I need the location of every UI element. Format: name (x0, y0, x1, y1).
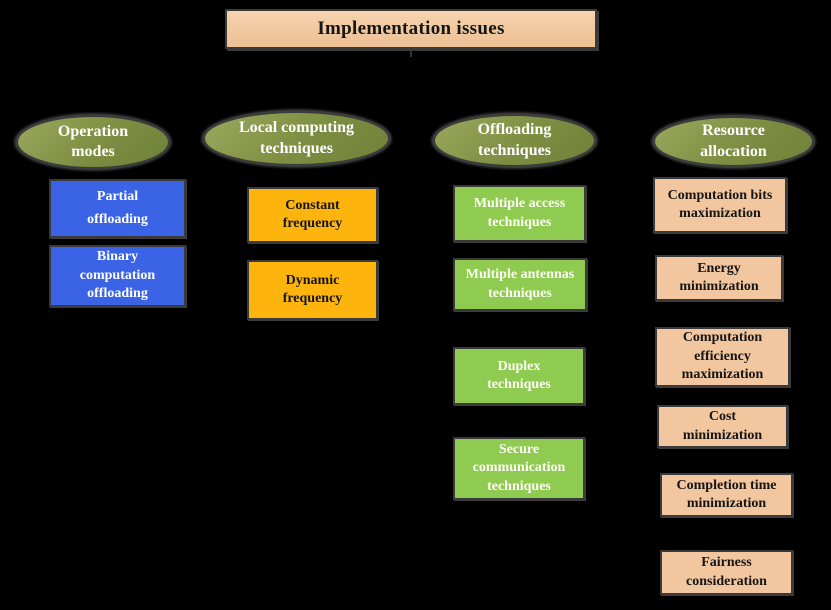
node-label: Constant frequency (282, 197, 343, 231)
branch-label: Local computing techniques (238, 119, 355, 157)
diagram-title-box: Implementation issues (225, 9, 597, 49)
branch-ellipse-operation-modes: Operation modes (15, 114, 171, 170)
node-constant-frequency: Constant frequency (247, 187, 378, 243)
node-label: Completion time minimization (676, 477, 777, 511)
node-fairness-consideration: Fairness consideration (660, 550, 793, 595)
branch-label: Offloading techniques (477, 121, 552, 159)
node-energy-minimization: Energy minimization (655, 255, 783, 301)
connector-stub (410, 49, 412, 57)
node-duplex-techniques: Duplex techniques (453, 347, 585, 405)
node-label: Partial offloading (87, 188, 148, 227)
node-label: Cost minimization (682, 409, 763, 443)
node-label: Computation efficiency maximization (681, 330, 764, 383)
node-label: Computation bits maximization (667, 187, 773, 221)
node-label: Secure communication techniques (472, 441, 566, 494)
node-cost-minimization: Cost minimization (657, 405, 788, 448)
branch-ellipse-offloading-techniques: Offloading techniques (432, 113, 597, 168)
node-label: Multiple access techniques (473, 196, 566, 230)
node-label: Multiple antennas techniques (465, 267, 575, 301)
node-label: Binary computation offloading (79, 249, 156, 302)
branch-label: Resource allocation (700, 122, 767, 160)
node-label: Energy minimization (679, 260, 759, 294)
node-completion-time-minimization: Completion time minimization (660, 473, 793, 517)
branch-ellipse-local-computing-techniques: Local computing techniques (202, 110, 391, 167)
node-label: Fairness consideration (686, 555, 767, 589)
node-label: Dynamic frequency (282, 272, 343, 306)
branch-label: Operation modes (57, 122, 129, 160)
node-partial-offloading: Partial offloading (49, 179, 186, 238)
node-multiple-antennas-techniques: Multiple antennas techniques (453, 258, 587, 311)
node-label: Duplex techniques (487, 358, 551, 392)
node-dynamic-frequency: Dynamic frequency (247, 260, 378, 320)
node-computation-efficiency-maximization: Computation efficiency maximization (655, 327, 790, 387)
node-secure-communication-techniques: Secure communication techniques (453, 437, 585, 500)
node-computation-bits-maximization: Computation bits maximization (653, 177, 787, 233)
diagram-title: Implementation issues (317, 18, 505, 39)
branch-ellipse-resource-allocation: Resource allocation (652, 115, 815, 168)
node-binary-computation-offloading: Binary computation offloading (49, 245, 186, 307)
node-multiple-access-techniques: Multiple access techniques (453, 185, 586, 242)
